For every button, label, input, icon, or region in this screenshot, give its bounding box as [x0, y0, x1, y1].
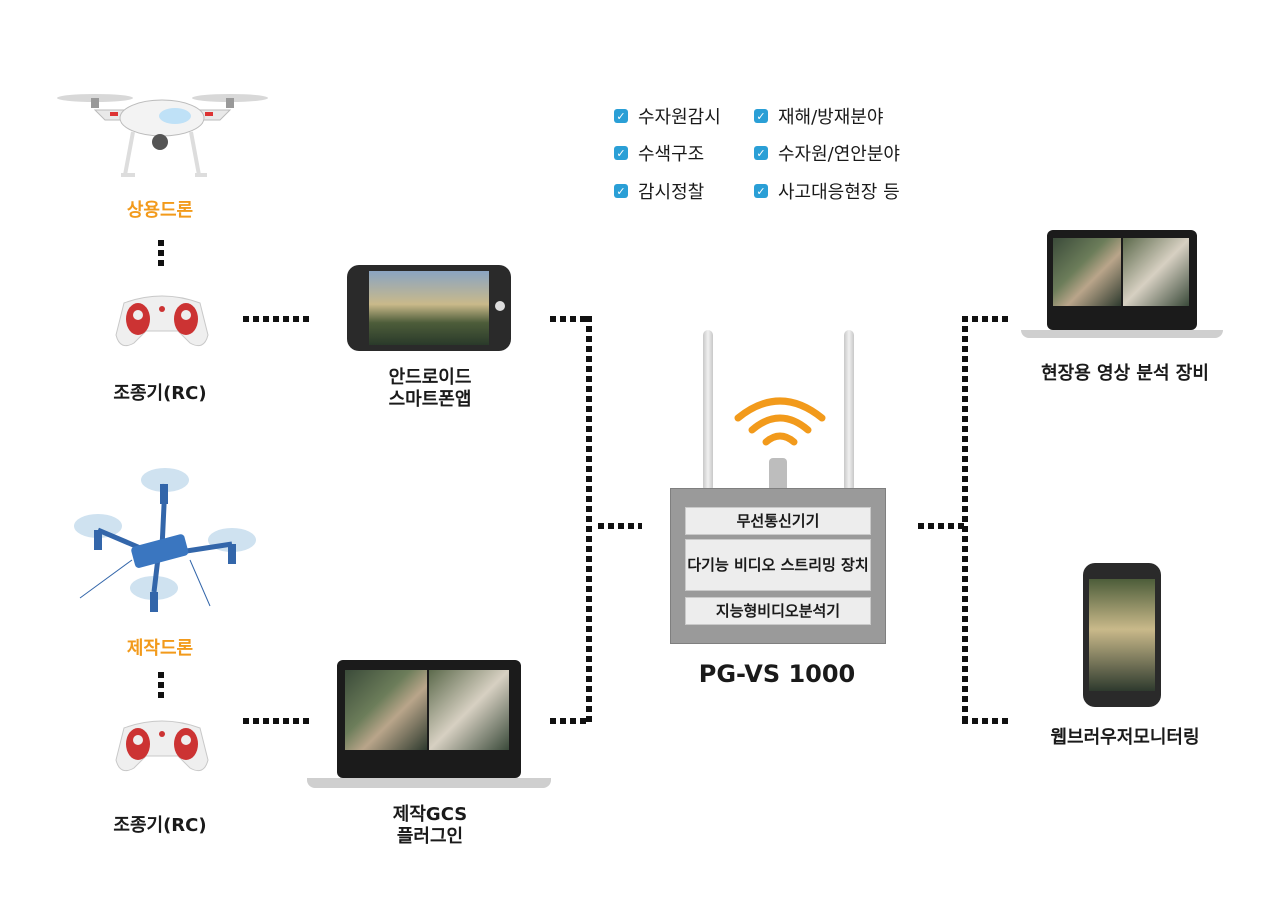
checkbox-checked-icon: ✓: [754, 146, 768, 160]
custom-drone-label: 제작드론: [126, 638, 194, 659]
connector-line: [962, 718, 1010, 724]
connector-line: [962, 316, 968, 724]
checkbox-checked-icon: ✓: [754, 109, 768, 123]
connector-line: [586, 316, 592, 724]
wifi-signal-icon: [734, 397, 826, 446]
checkbox-checked-icon: ✓: [614, 109, 628, 123]
custom-drone-icon: [74, 468, 256, 612]
connector-line: [158, 672, 164, 702]
remote-controller-icon: [115, 295, 209, 347]
checklist-item: ✓ 감시정찰: [614, 178, 704, 204]
connector-line: [158, 240, 164, 270]
checklist-item: ✓ 재해/방재분야: [754, 103, 883, 129]
web-monitoring-label: 웹브러우저모니터링: [1050, 727, 1200, 748]
android-app-label-1: 안드로이드: [388, 367, 472, 388]
connector-line: [550, 718, 590, 724]
checklist-label: 감시정찰: [638, 182, 705, 203]
checkbox-checked-icon: ✓: [614, 184, 628, 198]
antenna-left: [703, 330, 713, 492]
android-phone-icon: [347, 265, 511, 351]
checklist-label: 수자원/연안분야: [778, 144, 900, 165]
device-row-streaming: 다기능 비디오 스트리밍 장치: [685, 539, 871, 591]
antenna-center: [769, 458, 787, 492]
commercial-drone-icon: [57, 94, 268, 177]
checkbox-checked-icon: ✓: [614, 146, 628, 160]
checklist-item: ✓ 수자원/연안분야: [754, 140, 900, 166]
commercial-drone-label: 상용드론: [126, 200, 194, 221]
android-app-label-2: 스마트폰앱: [388, 389, 472, 410]
gcs-laptop-icon: [307, 660, 551, 788]
checklist-label: 사고대응현장 등: [778, 182, 900, 203]
device-row-analyzer: 지능형비디오분석기: [685, 597, 871, 625]
remote-controller-icon: [115, 720, 209, 772]
field-equipment-label: 현장용 영상 분석 장비: [1041, 363, 1209, 384]
checklist-label: 재해/방재분야: [778, 107, 884, 128]
gcs-label-2: 플러그인: [396, 826, 464, 847]
connector-line: [243, 316, 311, 322]
device-name: PG-VS 1000: [698, 660, 856, 688]
checklist-item: ✓ 사고대응현장 등: [754, 178, 900, 204]
checkbox-checked-icon: ✓: [754, 184, 768, 198]
connector-line: [598, 523, 642, 529]
checklist-item: ✓ 수색구조: [614, 140, 704, 166]
field-laptop-icon: [1021, 230, 1223, 338]
gcs-label-1: 제작GCS: [392, 804, 468, 825]
device-box: 무선통신기기 다기능 비디오 스트리밍 장치 지능형비디오분석기: [670, 488, 886, 644]
antenna-right: [844, 330, 854, 492]
device-row-wireless: 무선통신기기: [685, 507, 871, 535]
connector-line: [243, 718, 311, 724]
connector-line: [918, 523, 966, 529]
rc-bottom-label: 조종기(RC): [113, 815, 207, 836]
connector-line: [550, 316, 590, 322]
checklist-label: 수색구조: [638, 144, 705, 165]
checklist-item: ✓ 수자원감시: [614, 103, 721, 129]
rc-top-label: 조종기(RC): [113, 383, 207, 404]
connector-line: [962, 316, 1010, 322]
checklist-label: 수자원감시: [638, 107, 721, 128]
mobile-phone-icon: [1083, 563, 1161, 707]
